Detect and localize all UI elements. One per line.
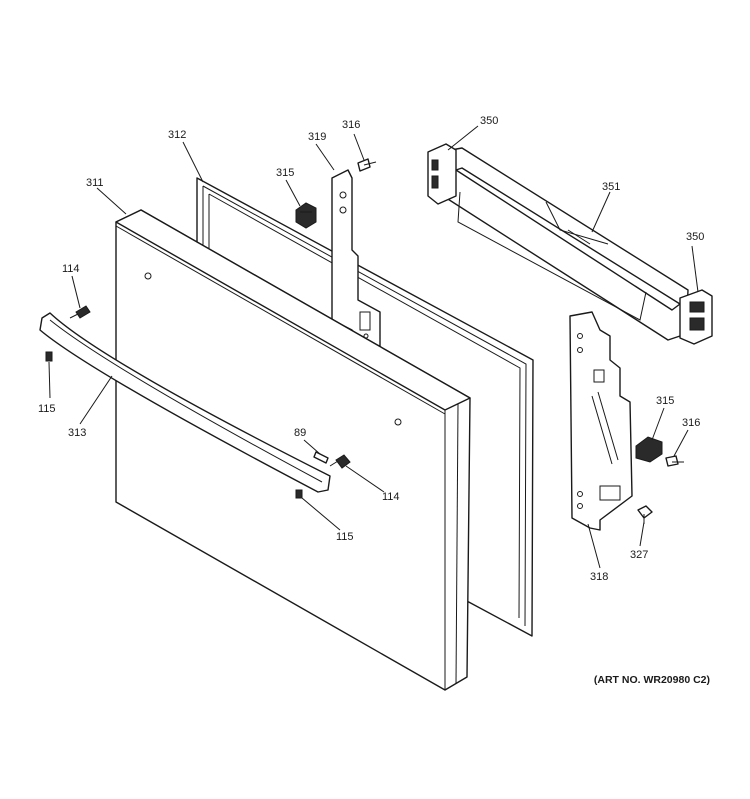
rail-housing — [439, 147, 689, 341]
screw-316-top — [357, 158, 377, 172]
label-313: 313 — [68, 427, 86, 439]
label-315-top: 315 — [276, 167, 294, 179]
label-316-right: 316 — [682, 417, 700, 429]
screw-316-right — [665, 455, 684, 467]
label-89: 89 — [294, 427, 306, 439]
label-318: 318 — [590, 571, 608, 583]
label-114-right: 114 — [382, 491, 400, 503]
leader-lines — [48, 125, 699, 569]
screw-114-right — [329, 454, 351, 469]
art-number: (ART NO. WR20980 C2) — [594, 674, 710, 686]
clip-89 — [313, 451, 329, 464]
cam-315-top — [295, 202, 317, 229]
cam-315-right — [635, 436, 663, 463]
end-cap-350-bottom — [679, 289, 713, 345]
door-handle — [39, 312, 331, 493]
end-cap-350-top — [427, 143, 457, 205]
label-315-right: 315 — [656, 395, 674, 407]
label-114-left: 114 — [62, 263, 80, 275]
label-312: 312 — [168, 129, 186, 141]
label-351: 351 — [602, 181, 620, 193]
left-hinge-bracket — [331, 169, 381, 347]
label-115-right: 115 — [336, 531, 354, 543]
label-350-right: 350 — [686, 231, 704, 243]
screw-114-left — [69, 305, 91, 319]
plug-115-left — [45, 351, 53, 362]
plug-115-right — [295, 489, 303, 499]
label-115-left: 115 — [38, 403, 56, 415]
label-316-top: 316 — [342, 119, 360, 131]
label-327: 327 — [630, 549, 648, 561]
door-panel — [115, 209, 471, 691]
label-350-top: 350 — [480, 115, 498, 127]
screw-327 — [637, 505, 653, 524]
label-319: 319 — [308, 131, 326, 143]
label-311: 311 — [86, 177, 104, 189]
right-hinge-bracket — [569, 311, 633, 531]
